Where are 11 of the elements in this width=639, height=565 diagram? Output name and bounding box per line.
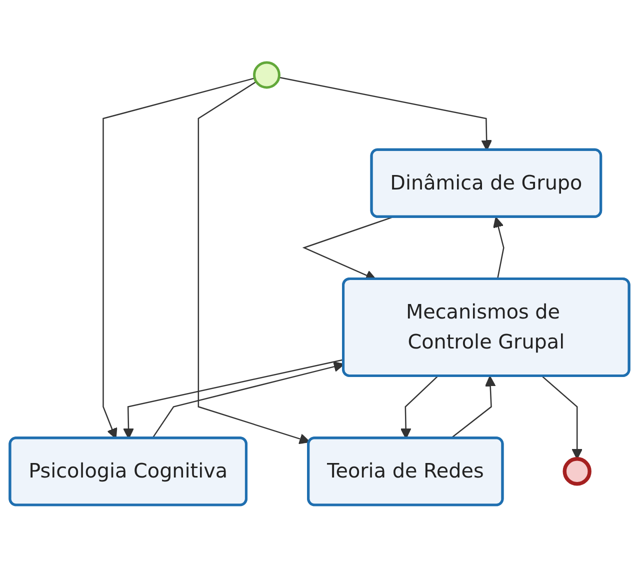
node-circle bbox=[562, 457, 592, 486]
arrow bbox=[278, 76, 492, 151]
arrow bbox=[450, 376, 496, 439]
arrow bbox=[152, 361, 344, 439]
arrow bbox=[400, 376, 438, 439]
node-circle bbox=[253, 61, 280, 89]
arrow bbox=[198, 81, 310, 444]
arrow bbox=[542, 376, 583, 460]
arrow bbox=[123, 359, 344, 439]
arrow bbox=[493, 216, 504, 280]
arrow bbox=[102, 78, 255, 439]
